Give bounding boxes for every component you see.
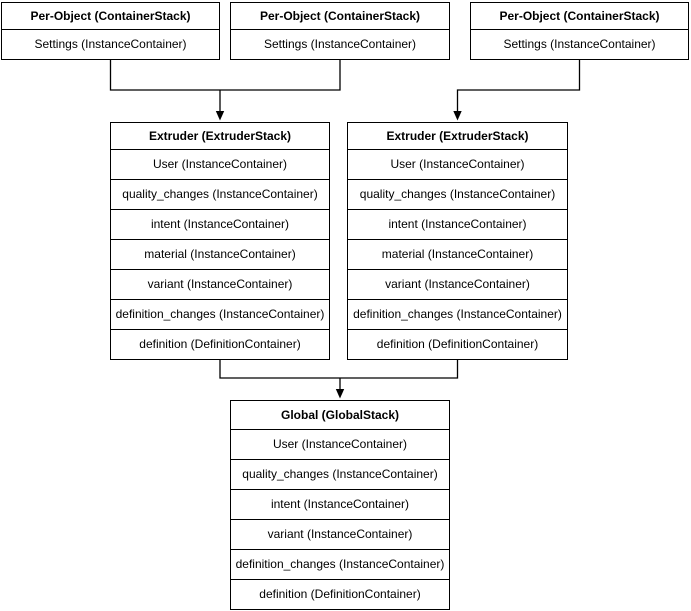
stack-row: material (InstanceContainer) [111, 239, 329, 269]
stack-row: variant (InstanceContainer) [111, 269, 329, 299]
extruder-stack-1: Extruder (ExtruderStack) User (InstanceC… [110, 122, 330, 360]
stack-row: quality_changes (InstanceContainer) [111, 179, 329, 209]
stack-title: Per-Object (ContainerStack) [259, 9, 421, 23]
stack-row: definition (DefinitionContainer) [231, 579, 449, 609]
connector-perobject1-perobject2-to-extruder1 [109, 60, 341, 91]
stack-row: quality_changes (InstanceContainer) [231, 459, 449, 489]
arrow-down-icon [215, 111, 225, 121]
stack-row: variant (InstanceContainer) [231, 519, 449, 549]
stack-row: quality_changes (InstanceContainer) [348, 179, 567, 209]
stack-title: Extruder (ExtruderStack) [148, 129, 292, 143]
stack-row: definition_changes (InstanceContainer) [348, 299, 567, 329]
stack-row: User (InstanceContainer) [348, 149, 567, 179]
connector-extruders-to-global [219, 360, 459, 379]
per-object-stack-3: Per-Object (ContainerStack) Settings (In… [470, 2, 689, 60]
per-object-stack-1: Per-Object (ContainerStack) Settings (In… [1, 2, 220, 60]
stack-row: definition_changes (InstanceContainer) [231, 549, 449, 579]
global-stack: Global (GlobalStack) User (InstanceConta… [230, 400, 450, 610]
stack-row: variant (InstanceContainer) [348, 269, 567, 299]
arrow-down-icon [335, 389, 345, 399]
stack-row: definition (DefinitionContainer) [111, 329, 329, 359]
arrow-down-icon [453, 111, 462, 121]
extruder-stack-2: Extruder (ExtruderStack) User (InstanceC… [347, 122, 568, 360]
stack-row: User (InstanceContainer) [231, 429, 449, 459]
stack-row: User (InstanceContainer) [111, 149, 329, 179]
stack-row: definition (DefinitionContainer) [348, 329, 567, 359]
stack-title: Per-Object (ContainerStack) [499, 9, 660, 23]
stack-title: Extruder (ExtruderStack) [386, 129, 529, 143]
stack-row: definition_changes (InstanceContainer) [111, 299, 329, 329]
connector-perobject3-to-extruder2 [456, 60, 581, 112]
stack-row: Settings (InstanceContainer) [2, 29, 219, 59]
stack-row: Settings (InstanceContainer) [471, 29, 688, 59]
stack-row: intent (InstanceContainer) [348, 209, 567, 239]
per-object-stack-2: Per-Object (ContainerStack) Settings (In… [230, 2, 450, 60]
stack-title: Global (GlobalStack) [280, 408, 400, 422]
stack-title: Per-Object (ContainerStack) [30, 9, 191, 23]
stack-row: material (InstanceContainer) [348, 239, 567, 269]
stack-row: intent (InstanceContainer) [111, 209, 329, 239]
stack-row: intent (InstanceContainer) [231, 489, 449, 519]
stack-row: Settings (InstanceContainer) [231, 29, 449, 59]
